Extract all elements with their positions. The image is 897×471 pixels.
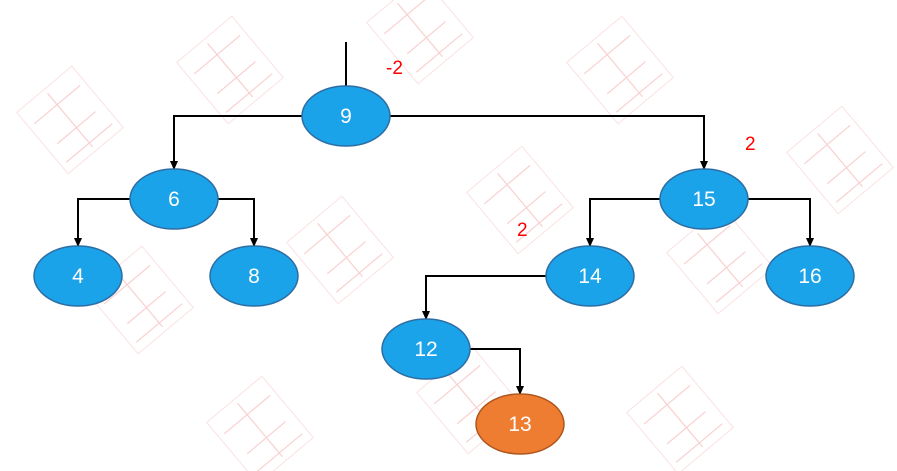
node-ellipse bbox=[33, 245, 123, 307]
watermark-mark bbox=[366, 0, 474, 85]
edge-n15-n16 bbox=[748, 198, 814, 247]
edge-n9-n15 bbox=[390, 115, 708, 170]
node-ellipse bbox=[381, 318, 471, 380]
tree-node-15: 15 bbox=[659, 168, 749, 230]
balance-factor-node-14: 2 bbox=[517, 220, 528, 241]
tree-node-12: 12 bbox=[381, 318, 471, 380]
watermark-mark bbox=[466, 145, 574, 255]
edge-n12-n13 bbox=[470, 348, 524, 395]
node-14-label: 14 bbox=[578, 265, 602, 288]
watermark-mark bbox=[666, 205, 774, 315]
node-13-label: 13 bbox=[508, 413, 531, 436]
tree-node-6: 6 bbox=[129, 168, 219, 230]
tree-node-16: 16 bbox=[765, 245, 855, 307]
tree-node-13-inserted: 13 bbox=[475, 393, 565, 455]
watermark-mark bbox=[16, 65, 124, 175]
node-ellipse bbox=[659, 168, 749, 230]
node-12-label: 12 bbox=[414, 338, 437, 361]
node-ellipse bbox=[545, 245, 635, 307]
tree-edges bbox=[74, 115, 814, 395]
tree-node-8: 8 bbox=[209, 245, 299, 307]
edge-n15-n14 bbox=[586, 198, 660, 247]
watermark-mark bbox=[786, 105, 894, 215]
node-16-label: 16 bbox=[798, 265, 821, 288]
tree-node-4: 4 bbox=[33, 245, 123, 307]
edge-n14-n12 bbox=[422, 275, 546, 320]
node-ellipse bbox=[129, 168, 219, 230]
watermark-mark bbox=[206, 375, 314, 471]
watermark-mark bbox=[626, 365, 734, 471]
edge-n6-n8 bbox=[218, 198, 258, 247]
node-ellipse bbox=[301, 85, 391, 147]
edge-n6-n4 bbox=[74, 198, 130, 247]
node-4-label: 4 bbox=[72, 265, 84, 288]
watermark-mark bbox=[176, 15, 284, 125]
node-ellipse bbox=[765, 245, 855, 307]
watermark-mark bbox=[286, 195, 394, 305]
node-ellipse bbox=[475, 393, 565, 455]
node-9-label: 9 bbox=[340, 105, 352, 128]
watermark-mark bbox=[566, 15, 674, 125]
tree-node-9: 9 bbox=[301, 85, 391, 147]
balance-factor-node-9: -2 bbox=[386, 58, 403, 79]
edge-n9-n6 bbox=[170, 115, 302, 170]
node-15-label: 15 bbox=[692, 188, 715, 211]
balance-factor-node-15: 2 bbox=[745, 134, 756, 155]
node-8-label: 8 bbox=[248, 265, 260, 288]
node-6-label: 6 bbox=[168, 188, 180, 211]
tree-node-14: 14 bbox=[545, 245, 635, 307]
watermark-pattern bbox=[16, 0, 894, 471]
node-ellipse bbox=[209, 245, 299, 307]
